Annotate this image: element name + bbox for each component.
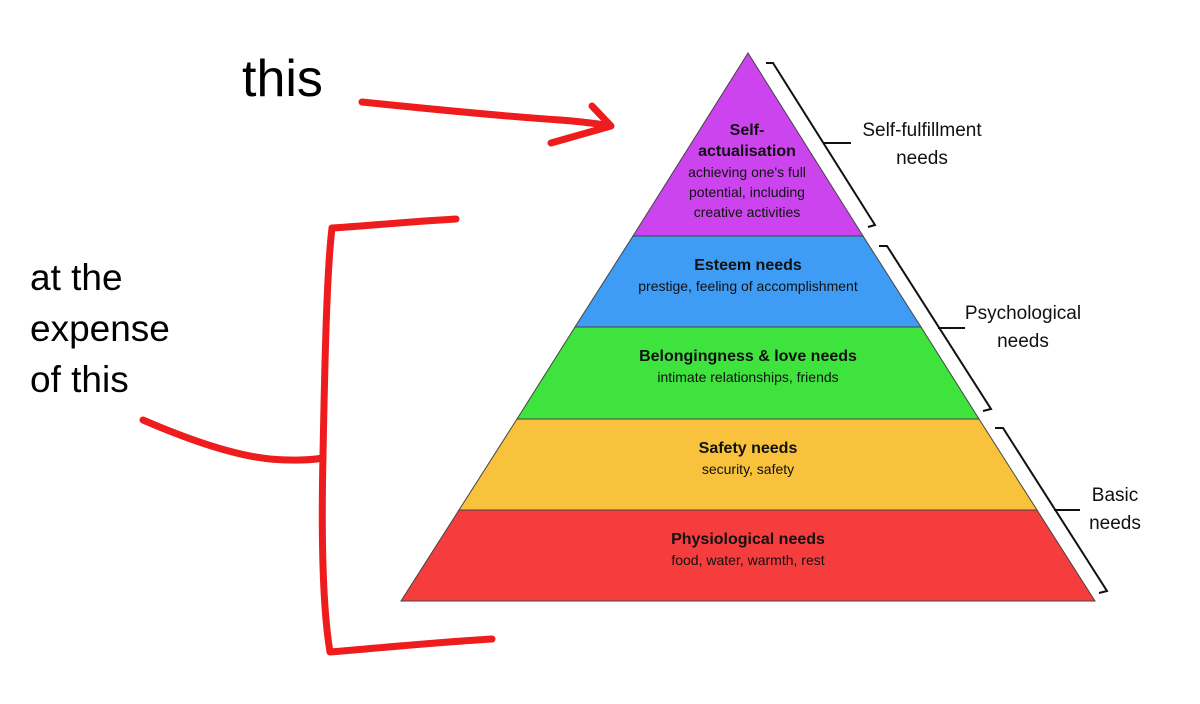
- tier-title: Esteem needs: [694, 257, 802, 274]
- group-label-psychological: Psychological needs: [964, 303, 1082, 352]
- tier-title: Self- actualisation: [698, 122, 796, 160]
- tier-title: Belongingness & love needs: [639, 348, 857, 365]
- tier-physiological-shape: [400, 509, 1096, 602]
- tier-title: Physiological needs: [671, 531, 825, 548]
- red-arrow-shaft: [358, 98, 614, 130]
- tier-esteem: Esteem needs prestige, feeling of accomp…: [598, 255, 898, 296]
- tier-description: intimate relationships, friends: [657, 369, 839, 385]
- tier-description: prestige, feeling of accomplishment: [638, 278, 858, 294]
- group-label-basic: Basic needs: [1089, 485, 1141, 534]
- annotation-at-the-expense-of-this: at the expense of this: [30, 257, 170, 400]
- tier-description: food, water, warmth, rest: [671, 552, 825, 568]
- red-brace-pointer: [139, 416, 327, 464]
- red-arrow-head: [547, 102, 615, 147]
- tier-physiological: Physiological needs food, water, warmth,…: [560, 529, 936, 570]
- tier-safety: Safety needs security, safety: [560, 438, 936, 479]
- group-label-self-fulfillment: Self-fulfillment needs: [862, 120, 982, 169]
- annotation-this: this: [242, 50, 323, 108]
- tier-description: achieving one's full potential, includin…: [688, 164, 806, 220]
- tier-self-actualisation: Self- actualisation achieving one's full…: [662, 120, 832, 222]
- tier-title: Safety needs: [698, 440, 798, 457]
- tier-description: security, safety: [701, 461, 795, 477]
- tier-belonging: Belongingness & love needs intimate rela…: [560, 346, 936, 387]
